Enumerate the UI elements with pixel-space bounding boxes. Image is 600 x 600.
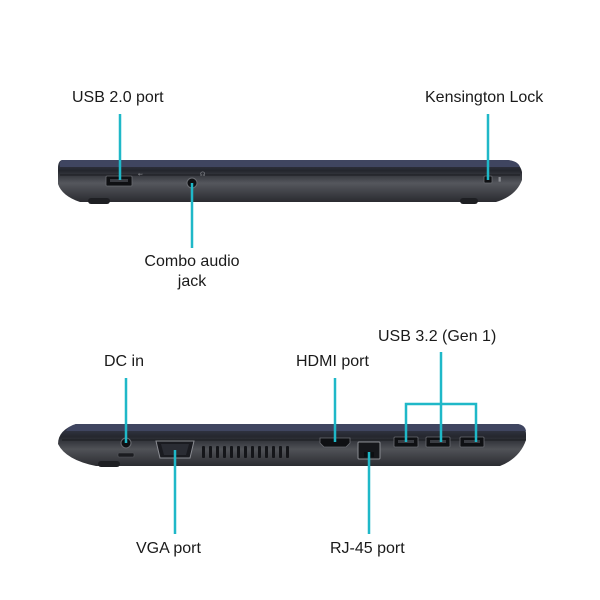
usb2-port-label: USB 2.0 port bbox=[72, 89, 164, 106]
laptop-left-foot-rear bbox=[460, 198, 478, 204]
laptop-left-foot-front bbox=[88, 198, 110, 204]
laptop-left-side: ⇜ ☊ ▮ bbox=[58, 160, 522, 204]
laptop-right-side-lid-edge bbox=[66, 424, 526, 431]
vga-port-label: VGA port bbox=[136, 540, 201, 557]
laptop-left-side-lid-edge bbox=[59, 160, 520, 167]
usb32-port-3-tongue bbox=[464, 440, 480, 443]
lock-symbol-icon: ▮ bbox=[498, 176, 501, 183]
top-leader-lines bbox=[118, 114, 490, 248]
dc-in-label: DC in bbox=[104, 353, 145, 370]
usb32-label: USB 3.2 (Gen 1) bbox=[378, 328, 497, 345]
usb32-port-2-tongue bbox=[430, 440, 446, 443]
vga-port-inner bbox=[161, 444, 189, 455]
dc-in-indicator bbox=[117, 452, 135, 458]
usb-symbol-icon: ⇜ bbox=[138, 171, 143, 178]
headset-symbol-icon: ☊ bbox=[200, 171, 205, 178]
usb2-port-tongue bbox=[110, 179, 128, 182]
laptop-right-side bbox=[58, 424, 526, 467]
rj45-port-label: RJ-45 port bbox=[330, 540, 405, 557]
combo-audio-jack-label-line2: jack bbox=[177, 273, 207, 290]
laptop-right-foot-front bbox=[98, 461, 120, 467]
cooling-vents bbox=[202, 446, 289, 458]
hdmi-port bbox=[319, 437, 351, 448]
bottom-leader-lines bbox=[124, 352, 478, 534]
combo-audio-jack-label-line1: Combo audio bbox=[144, 253, 240, 270]
hdmi-port-label: HDMI port bbox=[296, 353, 369, 370]
combo-audio-jack-label: Combo audio jack bbox=[132, 252, 252, 292]
laptop-left-side-body bbox=[58, 160, 522, 202]
kensington-lock-label: Kensington Lock bbox=[425, 89, 544, 106]
